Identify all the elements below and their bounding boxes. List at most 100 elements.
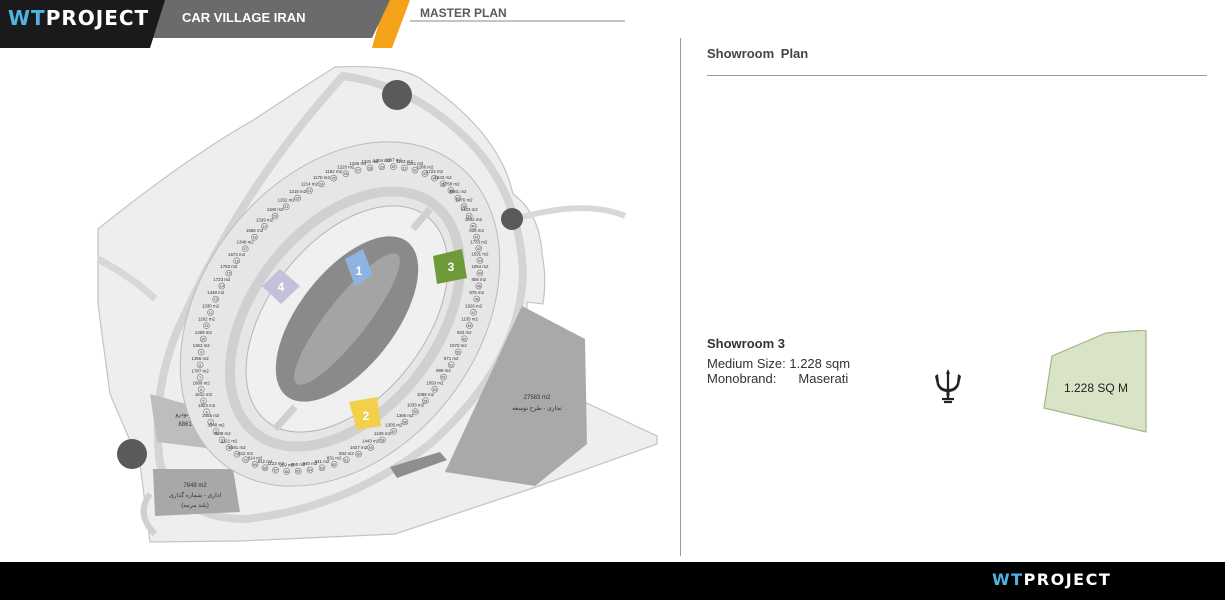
plot-area[interactable]: 1161 m2 — [407, 161, 424, 166]
plot-number: 66 — [285, 470, 289, 474]
plot-area[interactable]: 1269 m2 — [195, 330, 213, 335]
plot-area[interactable]: 1266 m2 — [349, 161, 367, 166]
plot-area[interactable]: 1097 m2 — [385, 158, 403, 163]
plot-area[interactable]: 1050 m2 — [426, 380, 444, 385]
plot-number-marker — [401, 164, 408, 172]
plot-area[interactable]: 1723 m2 — [426, 169, 444, 174]
plot-area[interactable]: 1423 m2 — [461, 207, 479, 212]
plot-area[interactable]: 2455 m2 — [202, 413, 220, 418]
plot-area[interactable]: 1123 m2 — [267, 461, 284, 466]
plot-area[interactable]: 1220 m2 — [337, 165, 355, 170]
plot-number: 8 — [199, 363, 201, 367]
showroom-marker-1[interactable]: 1 — [345, 249, 373, 286]
plot-area[interactable]: 1081 m2 — [228, 445, 246, 450]
plot-area[interactable]: 1362 m2 — [193, 343, 211, 348]
plot-area[interactable]: 1366 m2 — [396, 413, 414, 418]
plot-number: 70 — [244, 458, 248, 462]
plot-area[interactable]: 831 m2 — [327, 455, 342, 460]
plot-area[interactable]: 1204 m2 — [373, 158, 391, 163]
plot-area[interactable]: 1591 m2 — [471, 252, 489, 257]
plot-area[interactable]: 875 m2 — [469, 290, 484, 295]
plot-area[interactable]: 1443 m2 — [362, 439, 380, 444]
plot-area[interactable]: 960 m2 — [291, 462, 306, 467]
plot-area[interactable]: 940 m2 — [303, 461, 318, 466]
plot-area[interactable]: 1586 m2 — [246, 228, 264, 233]
plot-area[interactable]: 1033 m2 — [407, 403, 425, 408]
footer-logo-wt: WT — [992, 570, 1024, 589]
plot-area[interactable]: 932 m2 — [457, 330, 472, 335]
plot-area[interactable]: 1215 m2 — [289, 189, 307, 194]
plot-area[interactable]: 971 m2 — [444, 356, 459, 361]
plot-area[interactable]: 1330 m2 — [202, 303, 220, 308]
plot-area[interactable]: 1476 m2 — [455, 198, 473, 203]
plot-area[interactable]: 814 m2 — [248, 455, 263, 460]
footer-logo[interactable]: WTPROJECT — [992, 570, 1111, 589]
plot-area[interactable]: 1214 m2 — [301, 182, 319, 187]
plot-number: 63 — [320, 466, 324, 470]
plot-area[interactable]: 1182 m2 — [325, 169, 342, 174]
plot-area[interactable]: 832 m2 — [339, 451, 354, 456]
header-bar: WTPROJECT CAR VILLAGE IRAN MASTER PLAN — [0, 0, 1225, 48]
plot-number-marker — [306, 187, 313, 194]
plot-area[interactable]: 1135 m2 — [461, 317, 478, 322]
plot-area[interactable]: 4538 m2 — [214, 431, 232, 436]
plot-number-marker — [422, 397, 429, 405]
plot-area[interactable]: 841 m2 — [315, 459, 330, 464]
plot-area[interactable]: 1787 m2 — [192, 368, 210, 373]
plot-area[interactable]: 1329 m2 — [256, 217, 274, 222]
plot-area[interactable]: 1305 m2 — [385, 422, 403, 427]
plot-area[interactable]: 1348 m2 — [237, 240, 255, 245]
showroom-2-label: 2 — [363, 409, 370, 423]
plot-area[interactable]: 1926 m2 — [465, 303, 483, 308]
plot-area[interactable]: 1570 m2 — [450, 343, 468, 348]
plot-number-marker — [465, 212, 473, 220]
plot-area[interactable]: 1262 m2 — [278, 198, 296, 203]
plot-number-marker — [447, 187, 455, 194]
plot-area[interactable]: 1674 m2 — [228, 252, 246, 257]
plot-area[interactable]: 3340 m2 — [207, 422, 225, 427]
plot-area[interactable]: 1180 m2 — [267, 207, 284, 212]
commercial-name: تجاری - طرح توسعه — [512, 405, 562, 412]
plot-area[interactable]: 1348 m2 — [207, 290, 225, 295]
plot-area[interactable]: 1186 m2 — [417, 165, 434, 170]
wtproject-logo[interactable]: WTPROJECT — [8, 6, 149, 30]
plot-area[interactable]: 1121 m2 — [221, 439, 238, 444]
plot-area[interactable]: 1808 m2 — [193, 380, 211, 385]
plot-area[interactable]: 1758 m2 — [442, 181, 460, 186]
plot-area[interactable]: 1783 m2 — [220, 264, 238, 269]
plot-area[interactable]: 1395 m2 — [192, 356, 210, 361]
showroom-4-plot — [262, 269, 300, 304]
plot-area[interactable]: 1823 m2 — [198, 403, 216, 408]
plot-area[interactable]: 1042 m2 — [465, 217, 483, 222]
plot-area[interactable]: 1527 m2 — [350, 445, 368, 450]
plot-area[interactable]: 806 m2 — [471, 277, 486, 282]
plot-area[interactable]: 929 m2 — [469, 228, 484, 233]
plot-number-marker — [354, 166, 362, 174]
showroom-marker-4[interactable]: 4 — [262, 269, 300, 304]
showroom-marker-2[interactable]: 2 — [349, 397, 381, 430]
plot-area[interactable]: 1262 m2 — [198, 317, 216, 322]
plot-area[interactable]: 1089 m2 — [417, 392, 435, 397]
plot-area[interactable]: 899 m2 — [436, 368, 451, 373]
plot-number: 69 — [253, 463, 257, 467]
plot-number-marker — [440, 373, 447, 381]
plot-area[interactable]: 1054 m2 — [471, 264, 489, 269]
plot-area[interactable]: 1723 m2 — [213, 277, 231, 282]
plot-area[interactable]: 812 m2 — [258, 459, 273, 464]
showroom-marker-3[interactable]: 3 — [433, 249, 467, 284]
plot-area[interactable]: 1170 m2 — [313, 175, 330, 180]
plot-area[interactable]: 1428 m2 — [374, 431, 392, 436]
plot-area[interactable]: 1843 m2 — [434, 175, 452, 180]
plot-number: 4 — [206, 410, 208, 414]
plot-area[interactable]: 959 m2 — [279, 462, 294, 467]
plot-area[interactable]: 1681 m2 — [449, 189, 467, 194]
outer-ring-road — [153, 71, 528, 524]
plot-area[interactable]: 1733 m2 — [470, 240, 488, 245]
plot-area[interactable]: 1612 m2 — [195, 392, 213, 397]
plot-area[interactable]: 1231 m2 — [361, 159, 379, 164]
plot-number: 46 — [475, 298, 479, 302]
plot-area[interactable]: 912 m2 — [238, 451, 253, 456]
plot-area[interactable]: 1103 m2 — [396, 159, 413, 164]
plot-number-marker — [283, 467, 290, 475]
header-title-band — [140, 0, 390, 38]
